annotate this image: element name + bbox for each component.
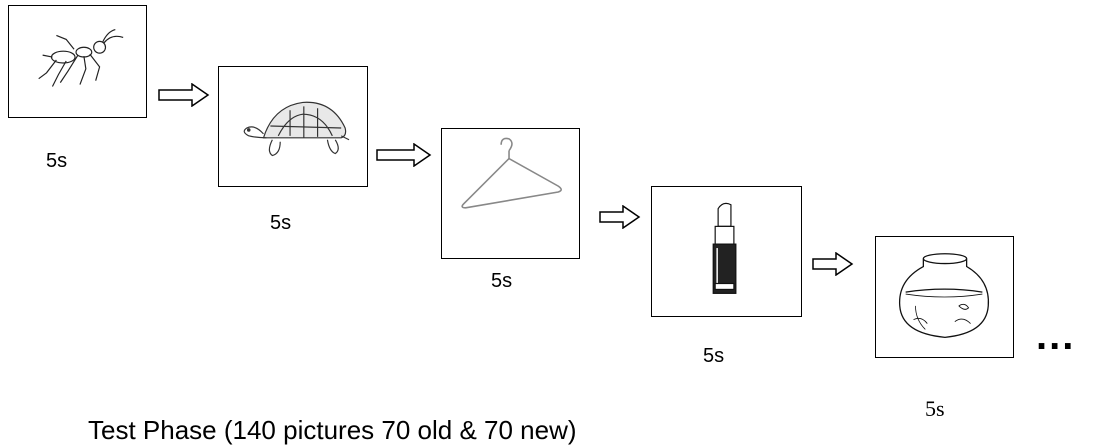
arrow-right-icon [812, 251, 854, 277]
phase-caption: Test Phase (140 pictures 70 old & 70 new… [88, 415, 577, 445]
hanger-icon [461, 137, 562, 209]
arrow-right-icon [158, 82, 210, 108]
stimulus-frame-ant [8, 5, 147, 118]
arrow-right-icon [599, 204, 641, 230]
duration-label: 5s [703, 345, 725, 367]
stimulus-frame-hanger [441, 128, 580, 259]
duration-label: 5s [925, 396, 945, 421]
stimulus-frame-fishbowl [875, 236, 1014, 358]
arrow-1 [158, 82, 210, 112]
lipstick-icon [712, 202, 737, 294]
duration-label: 5s [270, 212, 292, 234]
arrow-3 [599, 204, 641, 234]
continuation-ellipsis: ... [1036, 314, 1076, 358]
duration-label: 5s [46, 150, 68, 172]
turtle-icon [243, 101, 350, 157]
arrow-4 [812, 251, 854, 281]
arrow-2 [376, 142, 432, 172]
arrow-right-icon [376, 142, 432, 168]
stimulus-frame-lipstick [651, 186, 802, 317]
fishbowl-icon [899, 253, 990, 338]
ant-icon [38, 29, 124, 87]
duration-label: 5s [491, 270, 513, 292]
stimulus-frame-turtle [218, 66, 368, 187]
